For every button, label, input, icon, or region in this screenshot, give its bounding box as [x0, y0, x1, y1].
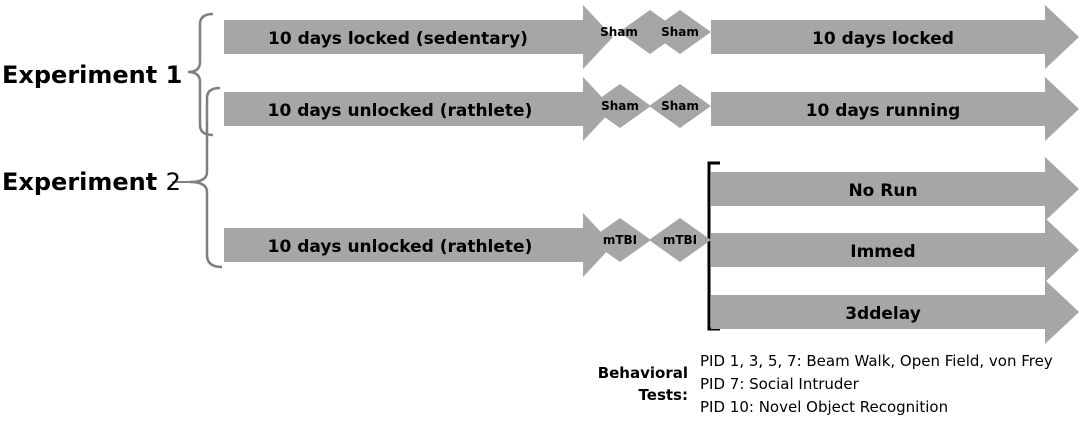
row3-diamond-1-label: mTBI — [603, 233, 637, 247]
experiment-1-bracket — [187, 12, 214, 137]
experiment-1-label: Experiment 1 — [2, 61, 182, 89]
group-3ddelay-arrow — [711, 280, 1079, 344]
test-item: PID 1, 3, 5, 7: Beam Walk, Open Field, v… — [700, 352, 1053, 370]
test-item: PID 10: Novel Object Recognition — [700, 398, 949, 416]
row3-pre-arrow — [224, 213, 613, 277]
behavioral-tests-list: PID 1, 3, 5, 7: Beam Walk, Open Field, v… — [700, 350, 1053, 419]
row2-diamond-2 — [649, 84, 711, 128]
group-3ddelay-label: 3ddelay — [845, 304, 921, 324]
row2-diamond-2-label: Sham — [661, 99, 699, 113]
experiment-2-label: Experiment 2 — [2, 168, 181, 196]
row2-pre-label: 10 days unlocked (rathlete) — [268, 101, 533, 121]
row1-post-arrow — [711, 5, 1079, 69]
row1-diamond-1-label: Sham — [600, 25, 638, 39]
row3-pre-label: 10 days unlocked (rathlete) — [268, 237, 533, 257]
behavioral-tests-label: Behavioral Tests: — [597, 364, 688, 404]
row1-pre-arrow — [224, 5, 613, 69]
group-immed-arrow — [711, 218, 1079, 282]
experiment-2-bracket — [189, 86, 223, 269]
row2-post-label: 10 days running — [806, 101, 961, 121]
group-immed-label: Immed — [850, 242, 915, 262]
row1-post-label: 10 days locked — [812, 29, 954, 49]
row1-diamond-2 — [649, 10, 711, 54]
group-no-run-label: No Run — [848, 181, 917, 201]
row2-diamond-1 — [589, 84, 651, 128]
row2-diamond-1-label: Sham — [601, 99, 639, 113]
row2-pre-arrow — [224, 77, 613, 141]
row3-diamond-1 — [589, 218, 651, 262]
test-item: PID 7: Social Intruder — [700, 375, 859, 393]
group-no-run-arrow — [711, 157, 1079, 221]
row3-diamond-2-label: mTBI — [663, 233, 697, 247]
row1-pre-label: 10 days locked (sedentary) — [268, 29, 528, 49]
row1-diamond-2-label: Sham — [661, 25, 699, 39]
row3-diamond-2 — [649, 218, 711, 262]
row2-post-arrow — [711, 77, 1079, 141]
